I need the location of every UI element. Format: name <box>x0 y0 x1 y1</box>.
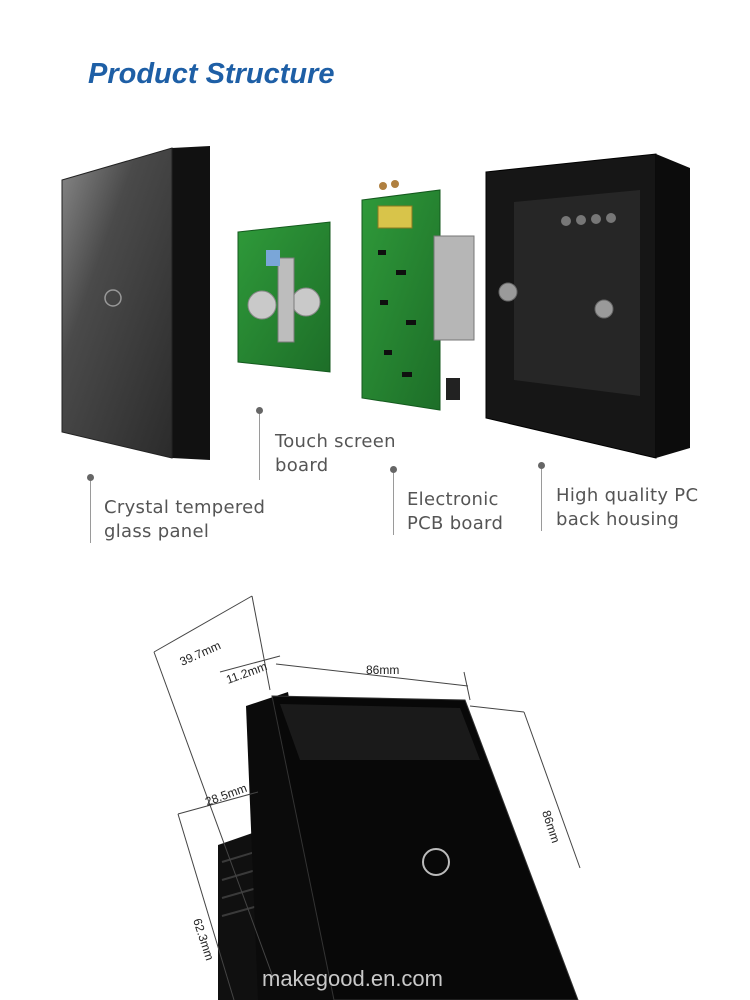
back-housing-label-line2: back housing <box>556 509 680 530</box>
pcb-board-marker <box>390 466 397 473</box>
touch-board-label-line2: board <box>275 455 329 476</box>
pcb-board-leader <box>393 473 394 535</box>
pcb-board-label: Electronic PCB board <box>407 488 503 536</box>
glass-panel-label-line1: Crystal tempered <box>104 497 266 518</box>
back-housing-label: High quality PC back housing <box>556 484 698 532</box>
touch-board-marker <box>256 407 263 414</box>
glass-panel-image <box>61 146 210 460</box>
pcb-board-label-line1: Electronic <box>407 489 499 510</box>
dim-glass-thickness: 11.2mm <box>224 659 269 687</box>
dim-housing-height: 62.3mm <box>190 917 217 963</box>
back-housing-leader <box>541 469 542 531</box>
back-housing-label-line1: High quality PC <box>556 485 699 506</box>
page-title: Product Structure <box>88 58 335 90</box>
dim-depth-total: 39.7mm <box>178 638 223 668</box>
back-housing-image <box>485 153 690 459</box>
glass-panel-label: Crystal tempered glass panel <box>104 496 265 544</box>
glass-panel-marker <box>87 474 94 481</box>
pcb-board-label-line2: PCB board <box>407 513 504 534</box>
dim-height: 86mm <box>539 809 563 845</box>
exploded-view-illustration <box>61 146 690 460</box>
glass-panel-leader <box>90 481 91 543</box>
touch-board-image <box>237 221 331 373</box>
glass-panel-label-line2: glass panel <box>104 521 210 542</box>
dimension-lines <box>153 595 581 1000</box>
touch-board-leader <box>259 414 260 480</box>
dim-width: 86mm <box>366 663 399 677</box>
touch-board-label-line1: Touch screen <box>275 431 396 452</box>
watermark-text: makegood.en.com <box>262 966 443 991</box>
pcb-board-image <box>361 180 475 411</box>
back-housing-marker <box>538 462 545 469</box>
dim-housing-depth: 28.5mm <box>203 781 249 809</box>
switch-side-view-image <box>218 692 579 1000</box>
touch-board-label: Touch screen board <box>275 430 396 478</box>
